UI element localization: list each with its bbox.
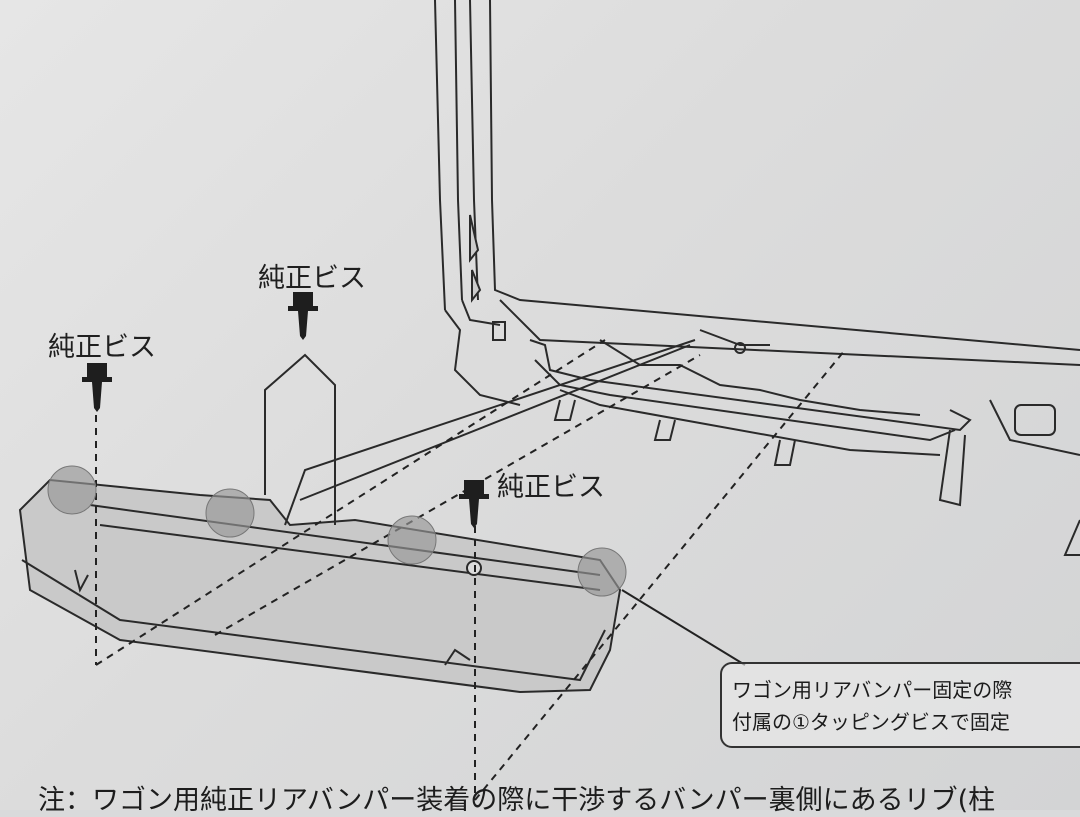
callout-line-1: ワゴン用リアバンパー固定の際	[732, 678, 1013, 702]
genuine-screw-label-left: 純正ビス	[48, 332, 156, 363]
genuine-screw-label-top: 純正ビス	[258, 263, 366, 294]
screw-icon	[459, 480, 489, 528]
mount-point-markers	[47, 465, 627, 597]
guide-lines	[95, 339, 846, 801]
callout-leader	[621, 589, 746, 666]
vehicle-body	[434, 0, 1080, 556]
rear-bumper	[18, 478, 622, 694]
footnote: 注：ワゴン用純正リアバンパー装着の際に干渉するバンパー裏側にあるリブ(柱	[38, 785, 996, 816]
screw-icon	[82, 363, 112, 412]
screw-icon	[288, 292, 318, 340]
genuine-screw-label-center: 純正ビス	[497, 472, 605, 503]
callout-line-2: 付属の①タッピングビスで固定	[732, 710, 1010, 734]
callout-box: ワゴン用リアバンパー固定の際 付属の①タッピングビスで固定	[720, 662, 1080, 748]
bracket	[264, 339, 696, 526]
